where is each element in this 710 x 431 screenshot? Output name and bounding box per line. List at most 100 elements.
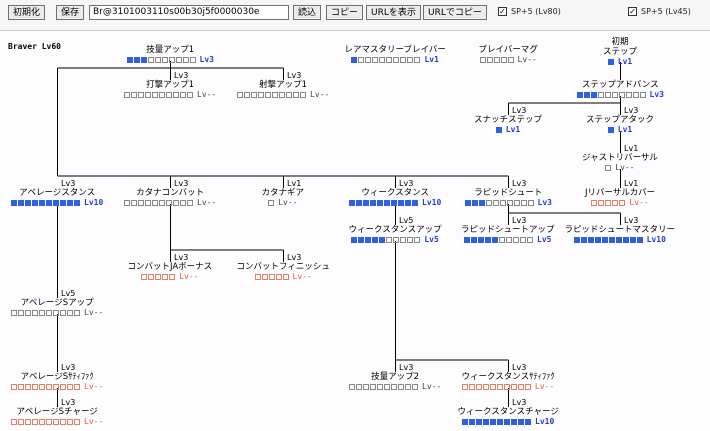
level-box[interactable] <box>152 200 158 206</box>
level-box[interactable] <box>591 200 598 206</box>
level-box[interactable] <box>67 384 73 390</box>
level-box[interactable] <box>182 57 189 63</box>
level-box[interactable] <box>358 237 365 243</box>
level-box[interactable] <box>141 274 148 280</box>
level-box[interactable] <box>625 92 632 98</box>
level-box[interactable] <box>598 200 605 206</box>
level-box[interactable] <box>11 310 17 316</box>
level-box[interactable] <box>124 92 130 98</box>
level-box[interactable] <box>74 419 80 425</box>
level-box[interactable] <box>590 92 597 98</box>
level-box[interactable] <box>39 200 45 206</box>
level-box[interactable] <box>468 384 475 390</box>
level-box[interactable] <box>147 57 154 63</box>
level-box[interactable] <box>60 384 66 390</box>
level-box[interactable] <box>74 310 80 316</box>
level-box[interactable] <box>384 384 390 390</box>
level-box[interactable] <box>258 92 264 98</box>
level-box[interactable] <box>25 200 31 206</box>
level-box[interactable] <box>400 237 407 243</box>
level-box[interactable] <box>506 237 513 243</box>
level-box[interactable] <box>356 200 362 206</box>
level-box[interactable] <box>175 57 182 63</box>
level-box[interactable] <box>145 92 151 98</box>
level-boxes[interactable]: Lv-- <box>124 198 216 209</box>
level-box[interactable] <box>485 237 492 243</box>
level-box[interactable] <box>237 92 243 98</box>
level-box[interactable] <box>398 384 404 390</box>
level-boxes[interactable]: Lv-- <box>582 163 658 174</box>
level-box[interactable] <box>499 200 506 206</box>
level-box[interactable] <box>74 200 80 206</box>
level-box[interactable] <box>351 237 358 243</box>
level-box[interactable] <box>140 57 147 63</box>
level-boxes[interactable]: Lv3 <box>464 198 552 209</box>
level-box[interactable] <box>407 237 414 243</box>
level-box[interactable] <box>18 384 24 390</box>
level-box[interactable] <box>511 419 518 425</box>
level-box[interactable] <box>485 200 492 206</box>
level-box[interactable] <box>583 92 590 98</box>
level-box[interactable] <box>168 57 175 63</box>
level-boxes[interactable]: Lv-- <box>237 272 330 283</box>
level-box[interactable] <box>53 310 59 316</box>
level-box[interactable] <box>161 57 168 63</box>
level-box[interactable] <box>471 237 478 243</box>
level-box[interactable] <box>493 57 500 63</box>
level-box[interactable] <box>372 57 379 63</box>
level-box[interactable] <box>525 419 532 425</box>
level-box[interactable] <box>365 237 372 243</box>
sp80-checkbox[interactable]: ✓ <box>498 7 507 16</box>
level-box[interactable] <box>173 200 179 206</box>
level-box[interactable] <box>39 310 45 316</box>
level-box[interactable] <box>486 57 493 63</box>
level-box[interactable] <box>173 92 179 98</box>
level-box[interactable] <box>370 200 376 206</box>
level-box[interactable] <box>496 384 503 390</box>
level-box[interactable] <box>32 200 38 206</box>
level-box[interactable] <box>25 419 31 425</box>
copy-url-button[interactable]: URLでコピー <box>423 5 487 20</box>
level-box[interactable] <box>587 237 594 243</box>
level-box[interactable] <box>611 92 618 98</box>
init-button[interactable]: 初期化 <box>8 5 46 20</box>
level-box[interactable] <box>363 200 369 206</box>
level-box[interactable] <box>478 200 485 206</box>
level-box[interactable] <box>261 274 268 280</box>
level-box[interactable] <box>504 419 511 425</box>
level-box[interactable] <box>607 127 614 133</box>
level-box[interactable] <box>358 57 365 63</box>
level-box[interactable] <box>67 419 73 425</box>
level-box[interactable] <box>605 165 612 171</box>
save-button[interactable]: 保存 <box>56 5 85 20</box>
level-box[interactable] <box>148 274 155 280</box>
level-boxes[interactable]: Lv10 <box>11 198 103 209</box>
level-box[interactable] <box>370 384 376 390</box>
level-box[interactable] <box>159 200 165 206</box>
level-box[interactable] <box>619 200 626 206</box>
level-box[interactable] <box>67 310 73 316</box>
level-box[interactable] <box>11 384 17 390</box>
level-box[interactable] <box>476 419 483 425</box>
level-box[interactable] <box>400 57 407 63</box>
level-box[interactable] <box>272 92 278 98</box>
level-box[interactable] <box>471 200 478 206</box>
level-boxes[interactable]: Lv1 <box>345 55 446 66</box>
level-boxes[interactable]: Lv5 <box>349 235 442 246</box>
level-boxes[interactable]: Lv5 <box>461 235 555 246</box>
level-box[interactable] <box>162 274 169 280</box>
level-box[interactable] <box>573 237 580 243</box>
level-boxes[interactable]: Lv-- <box>262 198 305 209</box>
level-box[interactable] <box>464 200 471 206</box>
level-box[interactable] <box>363 384 369 390</box>
level-box[interactable] <box>351 57 358 63</box>
